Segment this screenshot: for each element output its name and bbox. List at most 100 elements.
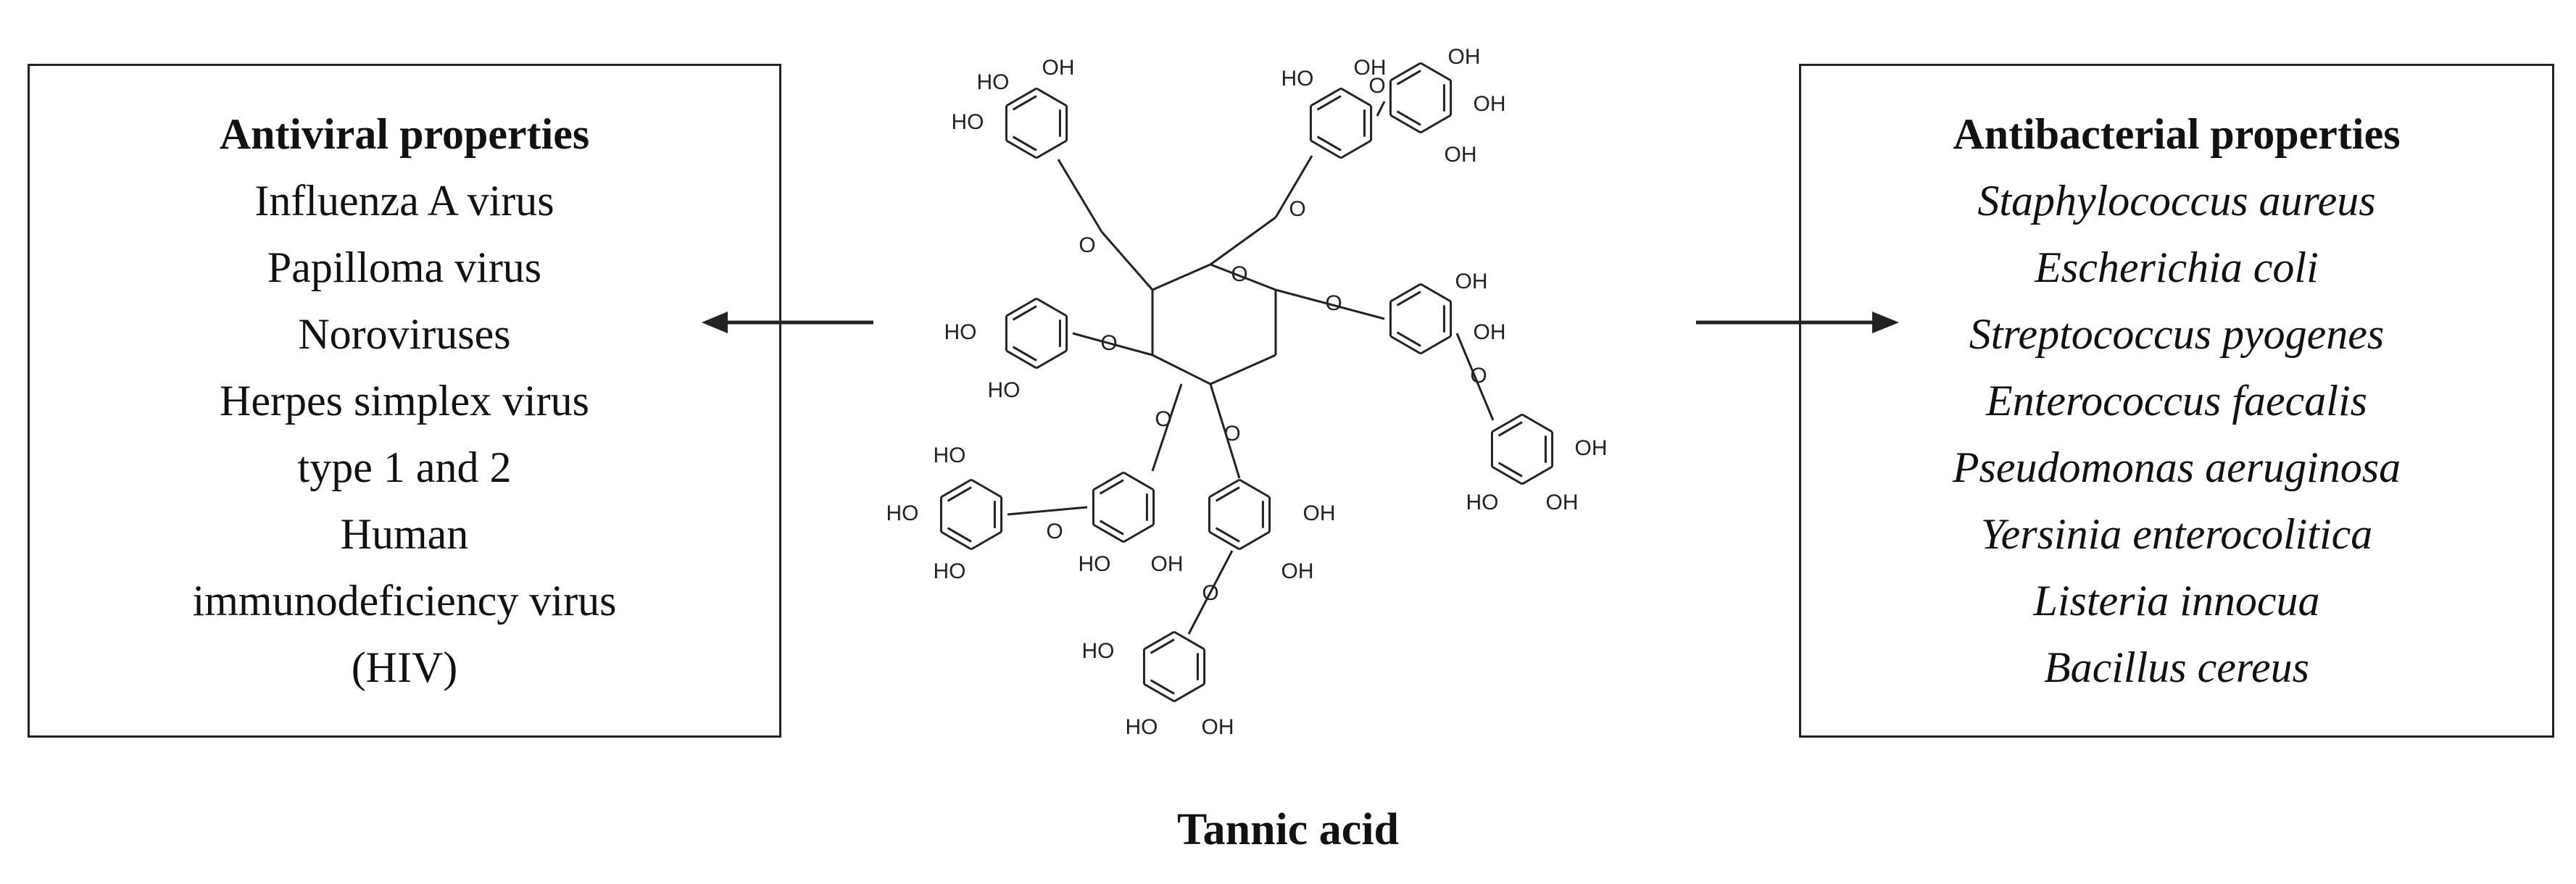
bond <box>1210 354 1276 385</box>
bond <box>1455 333 1495 421</box>
atom-label: OH <box>1281 559 1314 583</box>
atom-label: OH <box>1455 270 1488 293</box>
bond <box>1340 87 1372 107</box>
atom-label: OH <box>1202 715 1234 739</box>
antibacterial-item: Listeria innocua <box>2033 577 2320 625</box>
atom-label: HO <box>944 320 977 344</box>
bond <box>1036 349 1068 370</box>
atom-label: OH <box>1445 143 1477 167</box>
arrow-right <box>1696 312 1899 333</box>
atom-label: O <box>1368 74 1385 98</box>
bond <box>1100 231 1154 291</box>
antibacterial-item: Enterococcus faecalis <box>1986 377 2367 425</box>
atom-label: HO <box>886 501 919 525</box>
atom-label: O <box>1046 520 1063 543</box>
bond <box>1497 421 1523 437</box>
bond <box>1210 216 1276 266</box>
bond <box>1143 630 1175 651</box>
bond <box>1092 523 1124 543</box>
atom-label: OH <box>1546 491 1579 514</box>
antibacterial-item: Pseudomonas aeruginosa <box>1952 443 2401 491</box>
atom-label: O <box>1079 233 1095 257</box>
atom-label: O <box>1325 291 1342 315</box>
antibacterial-item: Escherichia coli <box>2035 243 2319 291</box>
atom-label: HO <box>988 378 1021 402</box>
antiviral-properties-box: Antiviral properties Influenza A virus P… <box>28 64 781 738</box>
bond <box>1376 101 1386 117</box>
bond <box>1420 283 1452 303</box>
bond <box>1151 383 1183 472</box>
bond <box>971 478 1002 499</box>
bond <box>1310 87 1342 107</box>
bond <box>1143 683 1175 703</box>
bond <box>1012 135 1037 151</box>
bond <box>1150 679 1175 695</box>
bond <box>947 486 972 502</box>
atom-label: OH <box>1474 92 1506 116</box>
bond <box>1215 486 1240 502</box>
antibacterial-item: Staphylococcus aureus <box>1977 177 2376 225</box>
bond <box>1187 550 1234 635</box>
bond <box>1057 159 1103 233</box>
arrow-left <box>702 312 873 333</box>
bond <box>971 530 1002 551</box>
figure-caption: Tannic acid <box>1176 805 1400 854</box>
bond <box>1239 530 1271 551</box>
bond <box>1275 288 1385 320</box>
bond <box>1491 413 1523 433</box>
atom-label: OH <box>1474 320 1506 344</box>
antiviral-item: Influenza A virus <box>254 177 554 225</box>
bond <box>1012 95 1037 111</box>
bond <box>1208 530 1240 551</box>
bond <box>1491 465 1523 485</box>
antiviral-item: Herpes simplex virus <box>220 377 589 425</box>
bond <box>1173 630 1205 651</box>
bond <box>1208 478 1240 499</box>
antiviral-item: (HIV) <box>351 643 458 691</box>
atom-label: HO <box>1079 552 1111 576</box>
atom-label: OH <box>1575 436 1608 460</box>
bond <box>1012 346 1037 362</box>
bond <box>940 530 972 551</box>
bond <box>1210 263 1276 291</box>
bond <box>1274 155 1313 218</box>
bond <box>1152 354 1211 385</box>
atom-label: OH <box>1448 45 1481 69</box>
atom-label: HO <box>952 110 984 134</box>
bond <box>940 478 972 499</box>
bond <box>1316 135 1342 151</box>
bond <box>1340 139 1372 159</box>
atom-label: O <box>1100 331 1117 355</box>
bond <box>1099 479 1124 495</box>
bond <box>1420 114 1452 134</box>
bond <box>1396 331 1421 347</box>
bond <box>1036 297 1068 317</box>
bond <box>1005 297 1037 317</box>
atom-label: HO <box>1126 715 1158 739</box>
atom-label: HO <box>934 559 966 583</box>
bond <box>1420 62 1452 82</box>
bond <box>1072 332 1153 356</box>
antiviral-item: Noroviruses <box>298 310 511 358</box>
bond <box>1036 139 1068 159</box>
bond <box>1099 520 1124 535</box>
bond <box>1420 335 1452 355</box>
atom-label: HO <box>1466 491 1499 514</box>
antiviral-item: immunodeficiency virus <box>192 577 617 625</box>
atom-label: OH <box>1151 552 1184 576</box>
antibacterial-title: Antibacterial properties <box>1953 110 2401 158</box>
bond <box>1389 283 1421 303</box>
bond <box>1007 506 1088 516</box>
atom-label: O <box>1470 364 1487 388</box>
bond <box>1521 413 1553 433</box>
atom-label: OH <box>1042 56 1075 80</box>
bond <box>1497 462 1523 478</box>
bond <box>1389 335 1421 355</box>
bond <box>1396 291 1421 307</box>
bond <box>1012 305 1037 321</box>
bond <box>1123 471 1155 491</box>
bond <box>1209 383 1241 479</box>
antiviral-title: Antiviral properties <box>219 110 590 158</box>
antibacterial-item: Streptococcus pyogenes <box>1969 310 2385 358</box>
